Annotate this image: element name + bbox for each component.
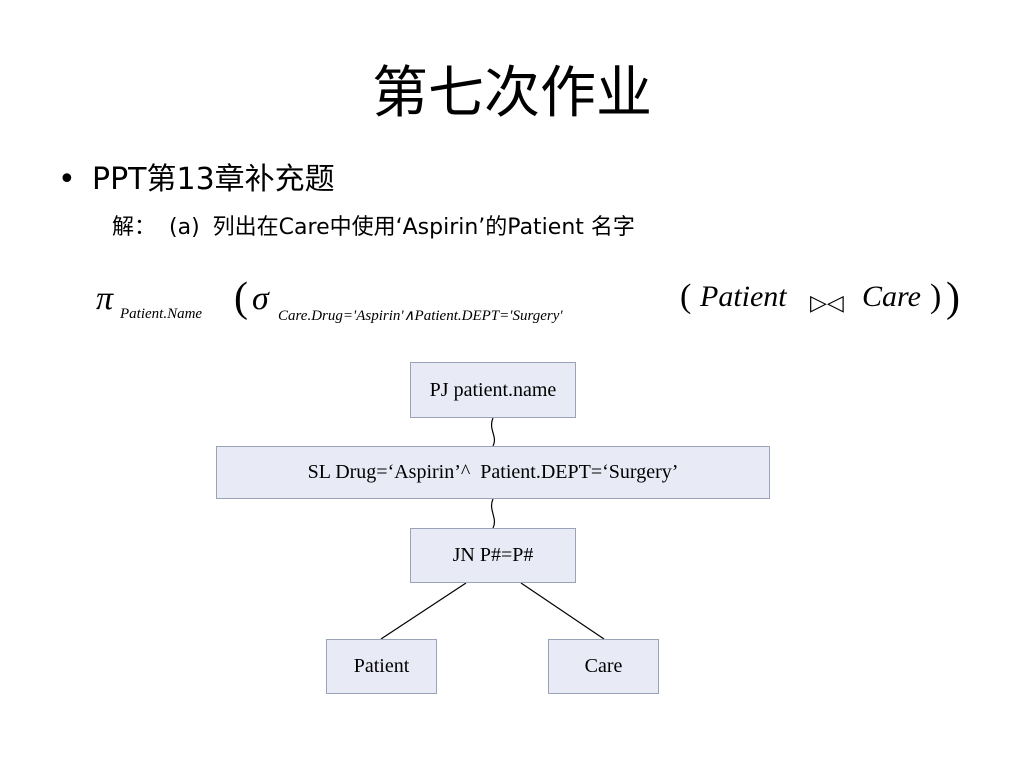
join-symbol: ▷◁: [810, 290, 844, 315]
bullet-marker: •: [58, 162, 76, 197]
outer-open-paren: (: [234, 275, 248, 321]
solution-line: 解： (a) 列出在Care中使用‘Aspirin’的Patient 名字: [112, 212, 641, 244]
slide-title: 第七次作业: [372, 61, 652, 126]
edge-select-join: [490, 498, 496, 529]
left-relation: Patient: [700, 280, 787, 313]
projection-subscript: Patient.Name: [120, 306, 203, 322]
inner-open-paren: (: [680, 278, 692, 315]
edge-join-care: [520, 582, 605, 640]
bullet-text: PPT第13章补充题: [92, 162, 335, 197]
selection-subscript: Care.Drug='Aspirin'∧Patient.DEPT='Surger…: [278, 308, 563, 324]
bullet-item: • PPT第13章补充题: [58, 160, 335, 200]
care-node: Care: [548, 639, 659, 694]
solution-text: 列出在Care中使用‘Aspirin’的Patient 名字: [212, 215, 635, 240]
selection-node: SL Drug=‘Aspirin’^ Patient.DEPT=‘Surgery…: [216, 446, 770, 499]
patient-node: Patient: [326, 639, 437, 694]
edge-join-patient: [380, 582, 467, 640]
projection-node: PJ patient.name: [410, 362, 576, 418]
right-relation: Care: [862, 280, 921, 313]
selection-symbol: σ: [252, 280, 269, 317]
outer-close-paren: ): [946, 275, 960, 321]
inner-close-paren: ): [930, 278, 942, 315]
relational-algebra-formula: π Patient.Name ( σ Care.Drug='Aspirin'∧P…: [96, 272, 976, 332]
solution-part: (a): [169, 215, 200, 240]
solution-label: 解：: [112, 215, 157, 240]
edge-project-select: [490, 417, 496, 447]
join-node: JN P#=P#: [410, 528, 576, 583]
projection-symbol: π: [96, 280, 114, 317]
